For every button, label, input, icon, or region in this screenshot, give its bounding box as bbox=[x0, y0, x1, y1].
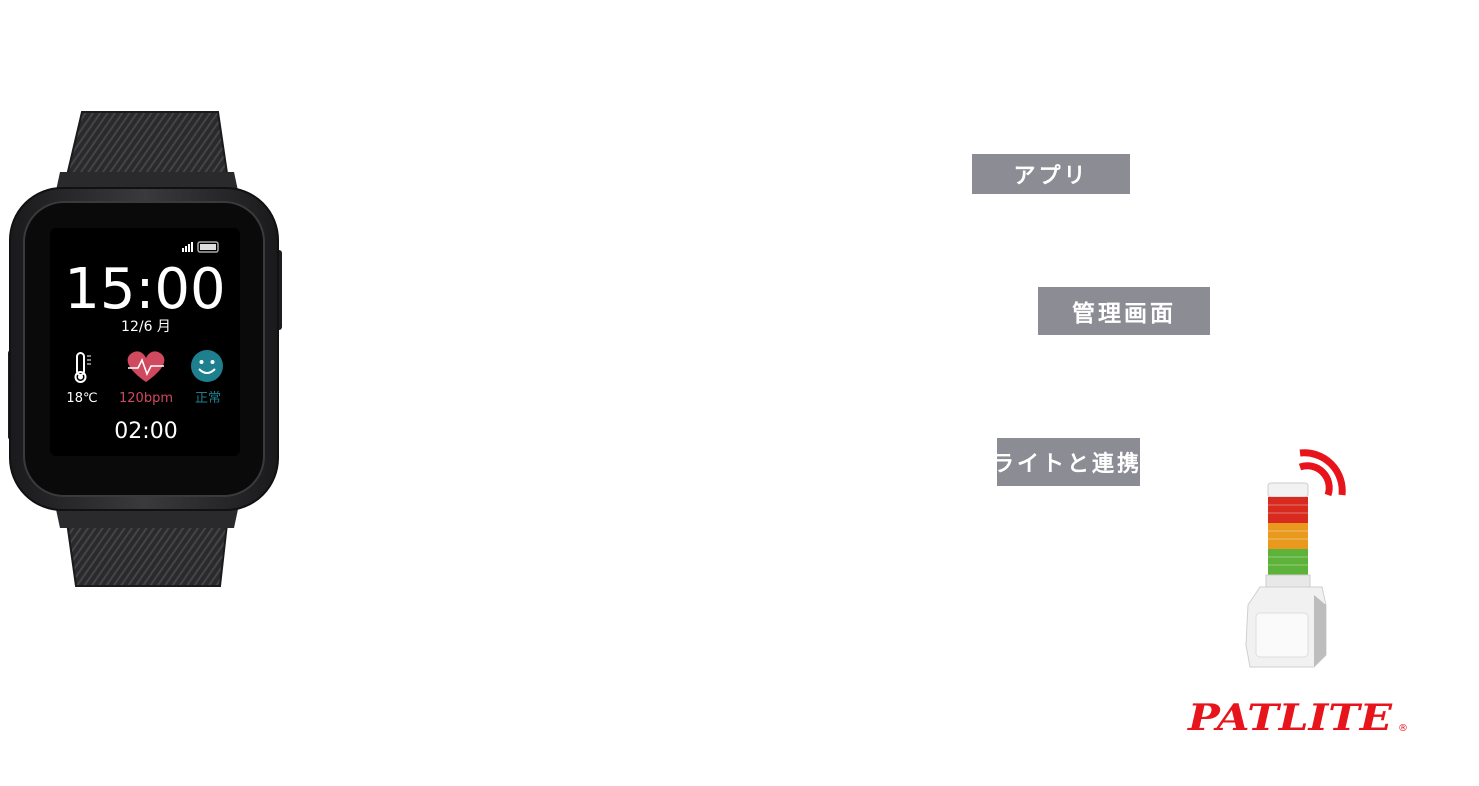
thermometer-icon bbox=[74, 352, 91, 383]
patlite-logo: PATLITE ® bbox=[1187, 698, 1408, 738]
smiley-icon bbox=[191, 350, 223, 382]
light-integration-label: ライトと連携 bbox=[992, 438, 1140, 486]
watch-date: 12/6 月 bbox=[121, 319, 171, 335]
admin-screen-label: 管理画面 bbox=[1038, 287, 1210, 335]
status-value: 正常 bbox=[195, 391, 221, 406]
svg-text:®: ® bbox=[1398, 723, 1408, 734]
light-integration-label-text: ライトと連携 bbox=[991, 452, 1142, 477]
app-label-text: アプリ bbox=[1013, 164, 1089, 189]
app-label: アプリ bbox=[972, 154, 1130, 194]
admin-screen-label-text: 管理画面 bbox=[1072, 301, 1176, 327]
watch-time: 15:00 bbox=[64, 257, 225, 322]
battery-icon bbox=[197, 241, 219, 253]
heart-rate-icon bbox=[127, 351, 165, 382]
svg-text:PATLITE: PATLITE bbox=[1187, 698, 1393, 738]
wireless-icon bbox=[1298, 449, 1346, 497]
temperature-value: 18℃ bbox=[66, 391, 97, 406]
signal-icon bbox=[182, 242, 193, 252]
watch-strap-top bbox=[64, 111, 230, 181]
timer-value: 02:00 bbox=[114, 419, 177, 444]
signal-tower-image bbox=[1245, 449, 1346, 668]
heart-rate-value: 120bpm bbox=[119, 391, 173, 406]
smartwatch-image: 15:00 12/6 月 18℃ 120bpm 正常 02:00 bbox=[8, 111, 282, 587]
watch-screen bbox=[50, 228, 240, 456]
